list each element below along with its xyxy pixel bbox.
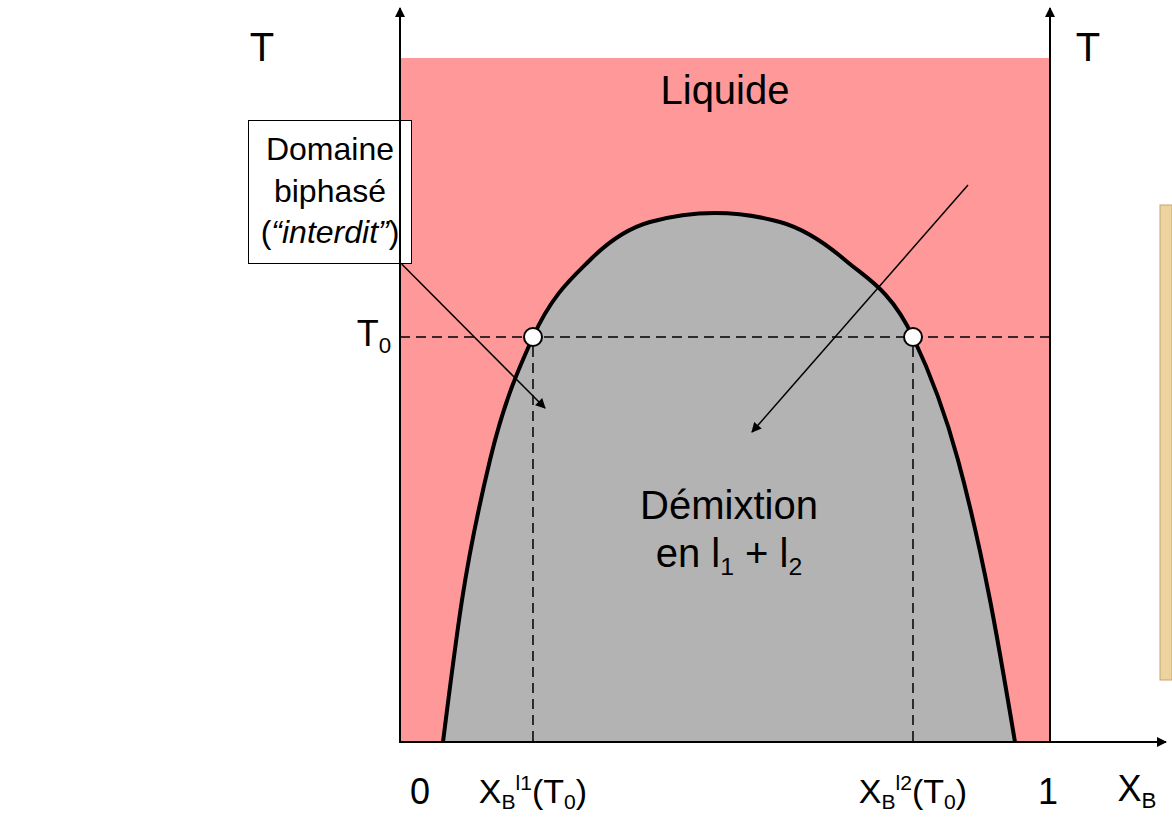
text-part: ) [389,214,400,250]
axis-label: T [250,27,274,67]
temperature-axis [1049,8,1051,742]
dome-shape [443,213,1015,742]
miscibility-curve [443,213,1015,742]
axis-tick: 0 [410,774,430,810]
callout-box: Domaine biphasé (“interdit”) [248,120,412,264]
text-part: Liquide [660,68,789,112]
tie-point [524,328,542,346]
text-part: (T [532,772,564,810]
text-part: T [357,313,379,354]
text-part: 1 [1038,771,1058,812]
text-part: 2 [788,553,802,580]
temperature-axis [399,8,401,742]
text-part: 0 [944,790,956,813]
text-part: ) [576,772,587,810]
text-part: B [1142,788,1157,813]
text-part: 0 [379,333,391,358]
dome-fill [443,213,1015,742]
leader-arrow [402,264,545,408]
text-part: X [479,772,502,810]
text-part: 0 [564,790,576,813]
text-part: X [1118,768,1142,809]
text-part: 0 [410,771,430,812]
axis-label: XB [1118,771,1157,812]
demixing-dome: Démixtion en l1 + l2 [443,213,1015,742]
liquid-region: Démixtion en l1 + l2 Liquide [400,58,1050,742]
temperature-tie-line [400,336,1050,338]
text-part: 1 [720,553,734,580]
composition-drop-line [912,347,914,742]
text-part: B [502,790,516,813]
region-label: Démixtion en l1 + l2 [614,481,844,582]
text-part: B [882,790,896,813]
text-part: “interdit” [271,214,388,250]
text-part: (T [912,772,944,810]
text-part: l1 [516,771,532,794]
region-label: Liquide [660,66,789,114]
text-part: T [250,25,274,69]
axis-tick: 1 [1038,774,1058,810]
text-part: + l [734,531,788,575]
callout-text: Domaine biphasé (“interdit”) [261,129,400,254]
composition-axis [399,741,1166,743]
text-part: X [859,772,882,810]
cropped-picture-edge [1160,205,1172,680]
cropped-picture [1160,205,1172,680]
text-part: l2 [896,771,912,794]
composition-drop-line [532,347,534,742]
composition-mark: XBl2(T0) [859,772,967,813]
text-part: T [1076,25,1100,69]
composition-mark: XBl1(T0) [479,772,587,813]
tie-point [904,328,922,346]
leader-arrow [752,185,968,432]
axis-label: T [1076,27,1100,67]
text-part: ) [956,772,967,810]
temperature-mark: T0 [357,316,391,357]
